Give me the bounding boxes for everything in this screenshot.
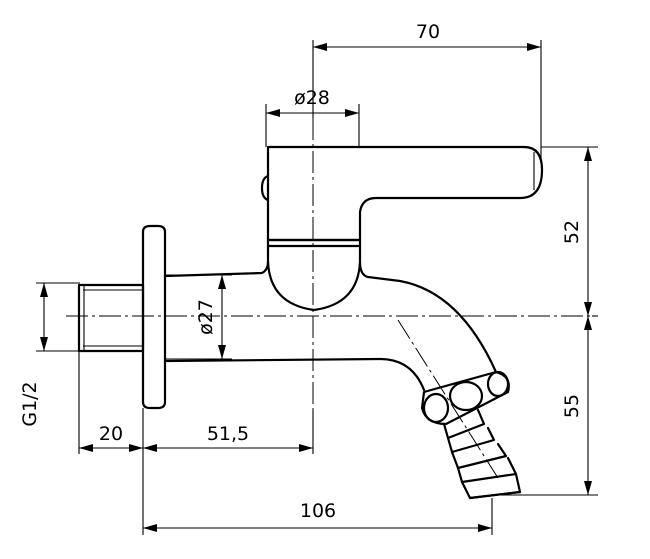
label-spout-offset: 51,5 <box>207 423 249 445</box>
label-thread-length: 20 <box>99 423 123 445</box>
threaded-inlet <box>77 283 145 353</box>
dimension-line-20 <box>79 444 143 452</box>
spout-axis-line <box>397 319 499 479</box>
dimension-line-70 <box>313 43 541 51</box>
hose-nut <box>420 370 510 426</box>
lever-handle <box>266 145 544 242</box>
dimension-line-106 <box>143 524 492 532</box>
wall-flange <box>141 224 167 410</box>
hose-tail <box>442 408 522 500</box>
dimension-line-d27 <box>218 275 226 359</box>
dimension-line-d28 <box>266 109 359 117</box>
label-overall-length: 106 <box>300 500 336 522</box>
valve-body <box>266 244 362 312</box>
dimension-line-thread <box>40 283 48 351</box>
extension-lines <box>36 40 598 535</box>
label-height-top: 52 <box>561 220 583 244</box>
center-lines <box>66 118 592 479</box>
label-height-bottom: 55 <box>561 394 583 418</box>
label-inlet-diameter: ø27 <box>195 299 217 335</box>
label-body-diameter: ø28 <box>294 87 330 109</box>
dimension-labels: 70 ø28 52 55 G1/2 ø27 20 51,5 106 <box>19 21 583 522</box>
dimension-line-52 <box>584 147 592 316</box>
indicator-knob <box>260 174 270 202</box>
dimension-lines <box>40 43 592 532</box>
label-thread: G1/2 <box>19 381 41 426</box>
dimension-line-55 <box>584 316 592 495</box>
dimension-line-51-5 <box>143 444 313 452</box>
label-handle-length: 70 <box>416 21 440 43</box>
faucet-outline <box>77 145 544 500</box>
